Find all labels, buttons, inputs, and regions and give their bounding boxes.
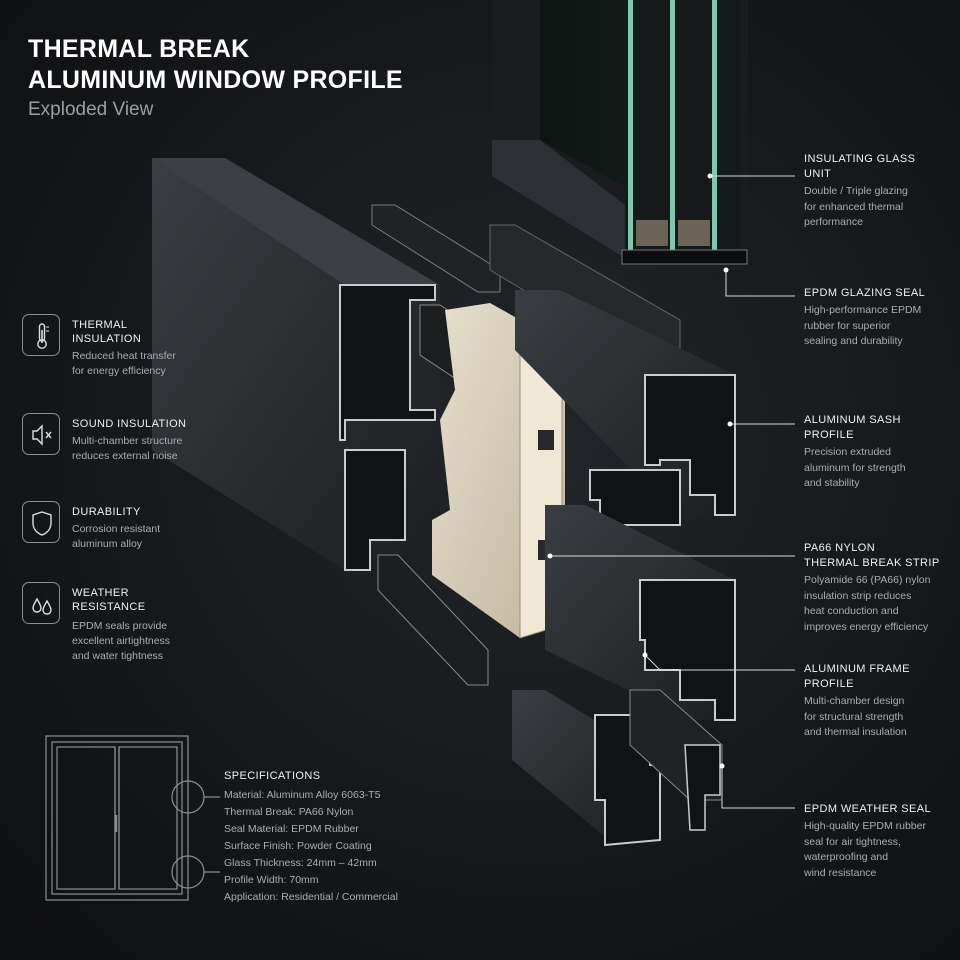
spec-item: Seal Material: EPDM Rubber xyxy=(224,823,359,835)
lower-seal-strip xyxy=(377,554,489,686)
window-elevation-drawing xyxy=(45,735,220,901)
feature-title: SOUND INSULATION xyxy=(72,418,187,430)
specifications-title: SPECIFICATIONS xyxy=(224,770,321,782)
callout-title: EPDM WEATHER SEAL xyxy=(804,803,932,815)
shield-icon xyxy=(22,501,60,543)
epdm-weather-seal xyxy=(629,689,723,831)
callout-description: Precision extruded aluminum for strength… xyxy=(804,446,906,489)
callout-aluminum-sash-profile: ALUMINUM SASH PROFILE Precision extruded… xyxy=(804,413,954,492)
spec-item: Glass Thickness: 24mm – 42mm xyxy=(224,857,377,869)
feature-description: EPDM seals provide excellent airtightnes… xyxy=(72,620,171,662)
callout-title: EPDM GLAZING SEAL xyxy=(804,287,926,299)
callout-description: High-quality EPDM rubber seal for air ti… xyxy=(804,820,926,879)
callout-aluminum-frame-profile: ALUMINUM FRAME PROFILE Multi-chamber des… xyxy=(804,662,954,741)
feature-description: Corrosion resistant aluminum alloy xyxy=(72,523,161,550)
callout-description: Multi-chamber design for structural stre… xyxy=(804,695,907,738)
insulating-glass-unit xyxy=(492,0,748,265)
feature-description: Reduced heat transfer for energy efficie… xyxy=(72,350,176,377)
feature-thermal-insulation: THERMAL INSULATION Reduced heat transfer… xyxy=(22,314,252,384)
feature-title: DURABILITY xyxy=(72,506,141,518)
spec-item: Surface Finish: Powder Coating xyxy=(224,840,372,852)
spec-item: Application: Residential / Commercial xyxy=(224,891,398,903)
thermometer-icon xyxy=(22,314,60,356)
callout-pa66-nylon-strip: PA66 NYLON THERMAL BREAK STRIP Polyamide… xyxy=(804,541,954,635)
callout-title: PA66 NYLON THERMAL BREAK STRIP xyxy=(804,542,940,569)
callout-dot xyxy=(547,553,553,559)
callout-insulating-glass-unit: INSULATING GLASS UNIT Double / Triple gl… xyxy=(804,152,954,231)
water-drops-icon xyxy=(22,582,60,624)
title-line-1: THERMAL BREAK xyxy=(28,35,250,63)
aluminum-sash-profile xyxy=(489,224,736,526)
spec-item: Thermal Break: PA66 Nylon xyxy=(224,806,354,818)
feature-weather-resistance: WEATHER RESISTANCE EPDM seals provide ex… xyxy=(22,582,252,672)
speaker-mute-icon xyxy=(22,413,60,455)
callout-dot xyxy=(723,267,729,273)
feature-sound-insulation: SOUND INSULATION Multi-chamber structure… xyxy=(22,413,252,473)
aluminum-frame-profile xyxy=(512,505,736,847)
page-title: THERMAL BREAK ALUMINUM WINDOW PROFILE xyxy=(28,34,403,96)
callout-description: High-performance EPDM rubber for superio… xyxy=(804,304,922,347)
callout-dot xyxy=(707,173,713,179)
feature-description: Multi-chamber structure reduces external… xyxy=(72,435,183,462)
callout-title: ALUMINUM FRAME PROFILE xyxy=(804,663,910,690)
callout-dot xyxy=(727,421,733,427)
callout-description: Double / Triple glazing for enhanced the… xyxy=(804,185,908,228)
page-subtitle: Exploded View xyxy=(28,99,154,120)
outer-frame-extrusion xyxy=(152,158,440,571)
callout-description: Polyamide 66 (PA66) nylon insulation str… xyxy=(804,574,931,633)
callout-epdm-weather-seal: EPDM WEATHER SEAL High-quality EPDM rubb… xyxy=(804,802,954,881)
callout-title: ALUMINUM SASH PROFILE xyxy=(804,414,901,441)
specifications-block: SPECIFICATIONS Material: Aluminum Alloy … xyxy=(224,770,398,906)
feature-title: WEATHER RESISTANCE xyxy=(72,587,146,613)
spec-item: Material: Aluminum Alloy 6063-T5 xyxy=(224,789,381,801)
feature-title: THERMAL INSULATION xyxy=(72,319,142,345)
feature-durability: DURABILITY Corrosion resistant aluminum … xyxy=(22,501,252,561)
callout-leader-lines xyxy=(550,175,795,809)
spec-item: Profile Width: 70mm xyxy=(224,874,319,886)
callout-dot xyxy=(642,652,648,658)
title-line-2: ALUMINUM WINDOW PROFILE xyxy=(28,66,403,94)
callout-epdm-glazing-seal: EPDM GLAZING SEAL High-performance EPDM … xyxy=(804,286,954,350)
glazing-bead-strip xyxy=(371,204,501,293)
callout-title: INSULATING GLASS UNIT xyxy=(804,153,916,180)
callout-dot xyxy=(719,763,725,769)
